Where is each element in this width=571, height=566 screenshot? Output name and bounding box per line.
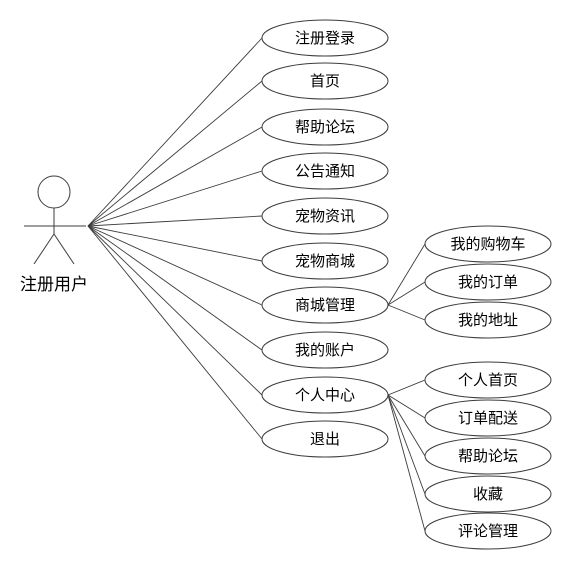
actor-left-leg (33, 233, 55, 265)
use-case-help-forum: 帮助论坛 (261, 108, 389, 146)
use-case-register-login-ellipse (261, 19, 389, 57)
actor-head (37, 175, 71, 209)
use-case-announcements-label: 公告通知 (295, 162, 355, 180)
use-case-register-login: 注册登录 (261, 19, 389, 57)
sub-use-case-review-management-label: 评论管理 (458, 522, 518, 540)
sub-use-case-my-cart: 我的购物车 (424, 225, 552, 263)
use-case-personal-center-ellipse (261, 376, 389, 414)
sub-use-case-order-delivery: 订单配送 (424, 399, 552, 437)
association-line-announcements (87, 170, 263, 227)
use-case-my-account-ellipse (261, 331, 389, 369)
use-case-my-account-label: 我的账户 (295, 341, 355, 359)
sub-use-case-pc-help-forum: 帮助论坛 (424, 437, 552, 475)
association-line-home (87, 80, 263, 227)
use-case-pet-info-ellipse (261, 197, 389, 235)
sub-use-case-my-address-label: 我的地址 (458, 311, 518, 329)
sub-use-case-order-delivery-label: 订单配送 (458, 409, 518, 427)
sub-association-line-pc-help-forum (387, 394, 426, 457)
use-case-help-forum-ellipse (261, 108, 389, 146)
use-case-personal-center: 个人中心 (261, 376, 389, 414)
sub-use-case-my-orders: 我的订单 (424, 263, 552, 301)
association-line-help-forum (87, 126, 263, 227)
use-case-home-label: 首页 (310, 72, 340, 90)
sub-use-case-favorites-ellipse (424, 475, 552, 513)
association-line-personal-center (87, 225, 263, 396)
actor-registered-user: 注册用户 (20, 175, 88, 295)
sub-association-line-my-cart (387, 243, 426, 306)
use-case-mall-management-ellipse (261, 286, 389, 324)
actor-right-leg (53, 233, 75, 265)
sub-association-line-personal-home (387, 379, 426, 396)
sub-use-case-my-cart-label: 我的购物车 (450, 235, 525, 253)
association-line-register-login (87, 37, 263, 227)
actor-label: 注册用户 (20, 275, 88, 295)
use-case-pet-info-label: 宠物资讯 (295, 207, 355, 225)
use-case-personal-center-label: 个人中心 (295, 386, 355, 404)
sub-association-line-review-management (387, 394, 426, 532)
sub-association-line-order-delivery (387, 394, 426, 419)
sub-use-case-favorites-label: 收藏 (473, 485, 503, 503)
use-case-pet-mall: 宠物商城 (261, 242, 389, 280)
sub-use-case-order-delivery-ellipse (424, 399, 552, 437)
sub-use-case-my-cart-ellipse (424, 225, 552, 263)
use-case-announcements: 公告通知 (261, 152, 389, 190)
sub-use-case-personal-home: 个人首页 (424, 361, 552, 399)
association-line-logout (87, 225, 263, 440)
use-case-logout: 退出 (261, 420, 389, 458)
sub-use-case-personal-home-label: 个人首页 (458, 371, 518, 389)
sub-use-case-my-orders-label: 我的订单 (458, 273, 518, 291)
use-case-pet-mall-label: 宠物商城 (295, 252, 355, 270)
association-line-pet-info (87, 215, 263, 227)
association-line-pet-mall (87, 225, 263, 262)
sub-use-case-pc-help-forum-label: 帮助论坛 (458, 447, 518, 465)
use-case-pet-info: 宠物资讯 (261, 197, 389, 235)
sub-use-case-my-address: 我的地址 (424, 301, 552, 339)
use-case-help-forum-label: 帮助论坛 (295, 118, 355, 136)
use-case-logout-ellipse (261, 420, 389, 458)
sub-association-line-favorites (387, 394, 426, 495)
use-case-register-login-label: 注册登录 (295, 29, 355, 47)
use-case-pet-mall-ellipse (261, 242, 389, 280)
use-case-home-ellipse (261, 62, 389, 100)
sub-use-case-pc-help-forum-ellipse (424, 437, 552, 475)
use-case-mall-management-label: 商城管理 (295, 296, 355, 314)
use-case-mall-management: 商城管理 (261, 286, 389, 324)
association-line-my-account (87, 225, 263, 351)
sub-use-case-review-management: 评论管理 (424, 512, 552, 550)
sub-use-case-my-orders-ellipse (424, 263, 552, 301)
use-case-announcements-ellipse (261, 152, 389, 190)
sub-use-case-review-management-ellipse (424, 512, 552, 550)
sub-association-line-my-orders (387, 281, 426, 306)
sub-association-line-my-address (387, 304, 426, 321)
use-case-logout-label: 退出 (310, 430, 340, 448)
use-case-home: 首页 (261, 62, 389, 100)
association-lines (87, 37, 426, 532)
sub-use-case-my-address-ellipse (424, 301, 552, 339)
use-case-my-account: 我的账户 (261, 331, 389, 369)
sub-use-case-personal-home-ellipse (424, 361, 552, 399)
association-line-mall-management (87, 225, 263, 306)
sub-use-case-favorites: 收藏 (424, 475, 552, 513)
